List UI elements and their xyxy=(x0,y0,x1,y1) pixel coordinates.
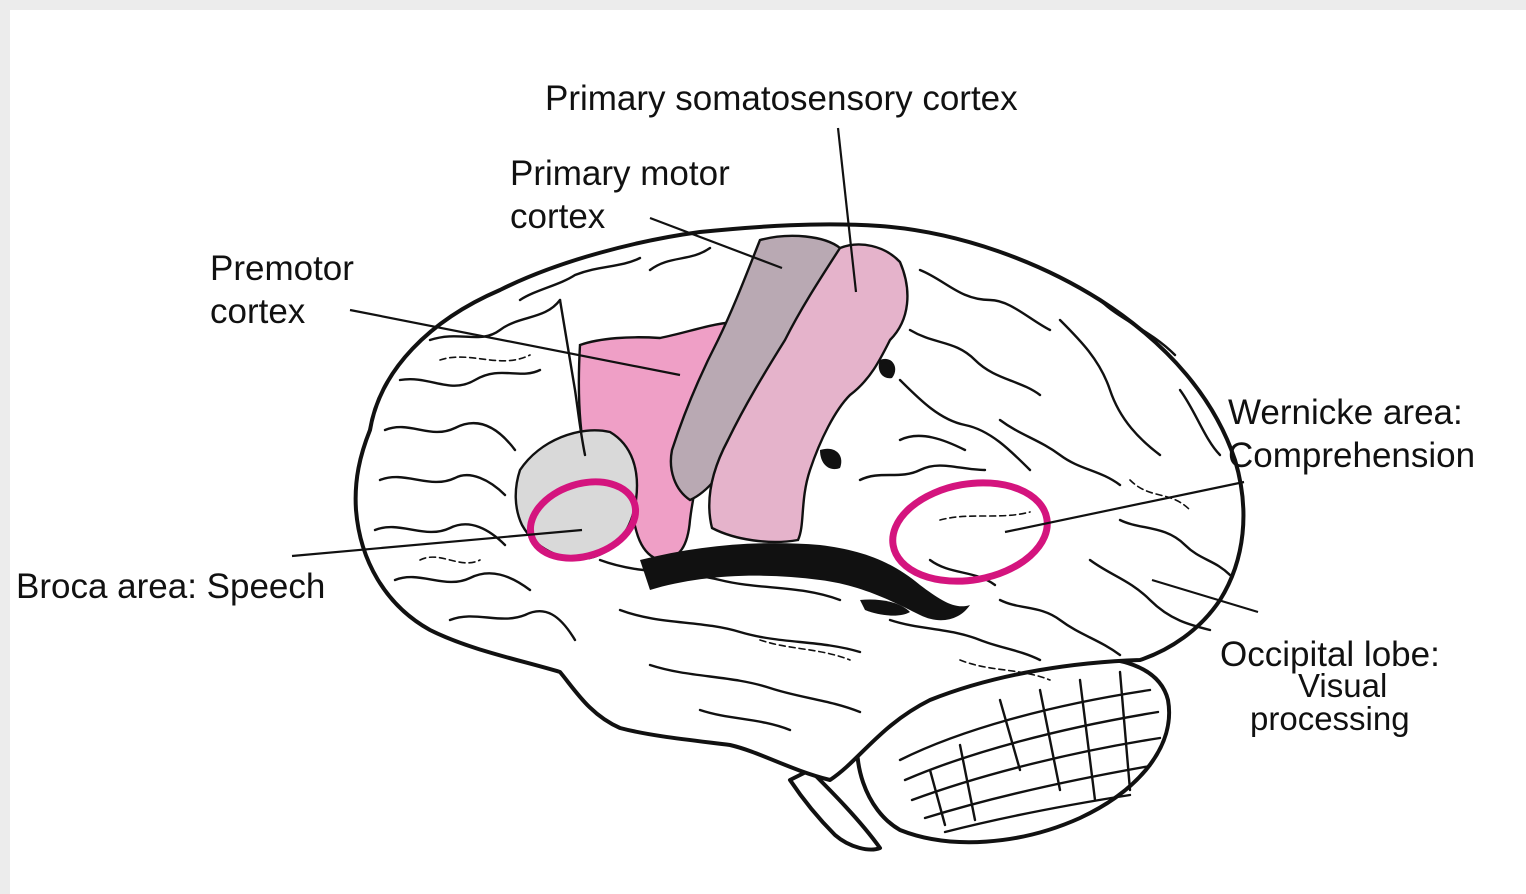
label-primary-motor-line2: cortex xyxy=(510,197,606,236)
label-wernicke-line2: Comprehension xyxy=(1228,436,1475,475)
label-primary-motor-line1: Primary motor xyxy=(510,154,730,193)
label-occipital-line3: processing xyxy=(1250,700,1410,737)
label-premotor-line1: Premotor xyxy=(210,249,354,288)
label-broca-area: Broca area: Speech xyxy=(16,567,325,606)
label-wernicke-line1: Wernicke area: xyxy=(1228,393,1463,432)
label-premotor-line2: cortex xyxy=(210,292,306,331)
label-occipital-line2: Visual xyxy=(1298,667,1387,704)
label-primary-somatosensory-cortex: Primary somatosensory cortex xyxy=(545,79,1018,118)
